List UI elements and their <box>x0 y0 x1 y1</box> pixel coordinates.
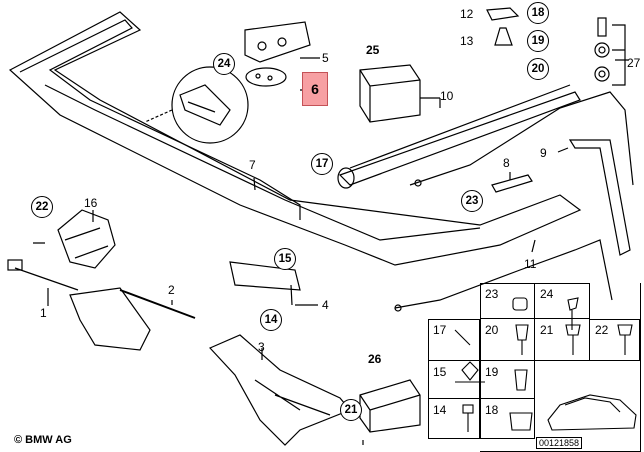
cable-part-11 <box>394 239 613 309</box>
car-thumbnail <box>547 394 637 431</box>
linkage-part-3 <box>208 334 351 446</box>
clip-part-8 <box>491 174 533 193</box>
motor-part-1 <box>69 287 151 351</box>
grid-cell <box>480 399 535 439</box>
grid-cell <box>535 319 590 361</box>
callout-12: 12 <box>460 7 474 21</box>
grid-cell <box>480 361 535 399</box>
callout-18: 18 <box>527 2 549 24</box>
callout-17: 17 <box>311 153 333 175</box>
windshield-frame <box>8 11 582 266</box>
callout-7: 7 <box>249 158 256 172</box>
detail-magnifier <box>171 66 249 144</box>
callout-13: 13 <box>460 34 474 48</box>
callout-5: 5 <box>322 51 329 65</box>
trim-part-9 <box>568 139 631 256</box>
grid-cell <box>535 283 590 319</box>
callout-9: 9 <box>540 146 547 160</box>
grid-cell <box>480 283 535 319</box>
callout-10: 10 <box>440 89 454 103</box>
callout-21: 21 <box>340 399 362 421</box>
grid-cell <box>428 319 480 361</box>
callout-26: 26 <box>368 352 382 366</box>
callout-16: 16 <box>84 196 98 210</box>
copyright-icon: © <box>14 434 23 446</box>
grid-cell <box>428 399 480 439</box>
grid-label-24: 24 <box>540 287 554 301</box>
callout-1: 1 <box>40 306 47 320</box>
callout-2: 2 <box>168 283 175 297</box>
callout-4: 4 <box>322 298 329 312</box>
callout-24: 24 <box>213 53 235 75</box>
callout-22: 22 <box>31 196 53 218</box>
bracket-part-16 <box>57 209 116 269</box>
box-part-26 <box>359 379 421 433</box>
callout-6-highlighted: 6 <box>302 72 328 106</box>
cap-part-12 <box>486 7 520 21</box>
slider-part-4 <box>229 261 301 291</box>
callout-3: 3 <box>258 340 265 354</box>
bracket-part-5 <box>244 21 311 63</box>
small-parts <box>454 297 637 432</box>
grid-cell <box>480 319 535 361</box>
callout-23: 23 <box>461 190 483 212</box>
grid-label-19: 19 <box>485 365 499 379</box>
brand-label: BMW AG <box>25 434 72 446</box>
brand-copyright: © BMW AG <box>14 434 72 446</box>
grid-label-17: 17 <box>433 323 447 337</box>
grid-label-14: 14 <box>433 403 447 417</box>
box-part-25 <box>359 64 421 123</box>
grid-label-23: 23 <box>485 287 499 301</box>
diagram-code: 00121858 <box>536 437 583 449</box>
callout-27: 27 <box>627 56 641 70</box>
grid-label-15: 15 <box>433 365 447 379</box>
grid-label-21: 21 <box>540 323 554 337</box>
callout-19: 19 <box>527 30 549 52</box>
grid-label-18: 18 <box>485 403 499 417</box>
strip-part-10 <box>338 91 581 186</box>
callout-15: 15 <box>274 248 296 270</box>
callout-8: 8 <box>503 156 510 170</box>
callout-14: 14 <box>260 309 282 331</box>
screw-part-27 <box>597 17 607 37</box>
grid-label-22: 22 <box>595 323 609 337</box>
clamp-part-13 <box>494 27 513 46</box>
grid-cell <box>590 319 640 361</box>
grid-label-20: 20 <box>485 323 499 337</box>
roll-part-17 <box>337 167 355 189</box>
callout-25: 25 <box>366 43 380 57</box>
callout-11: 11 <box>524 257 537 271</box>
rod-part-2 <box>119 289 196 319</box>
callout-20: 20 <box>527 58 549 80</box>
grid-cell <box>428 361 480 399</box>
seal-part-6 <box>245 67 287 87</box>
